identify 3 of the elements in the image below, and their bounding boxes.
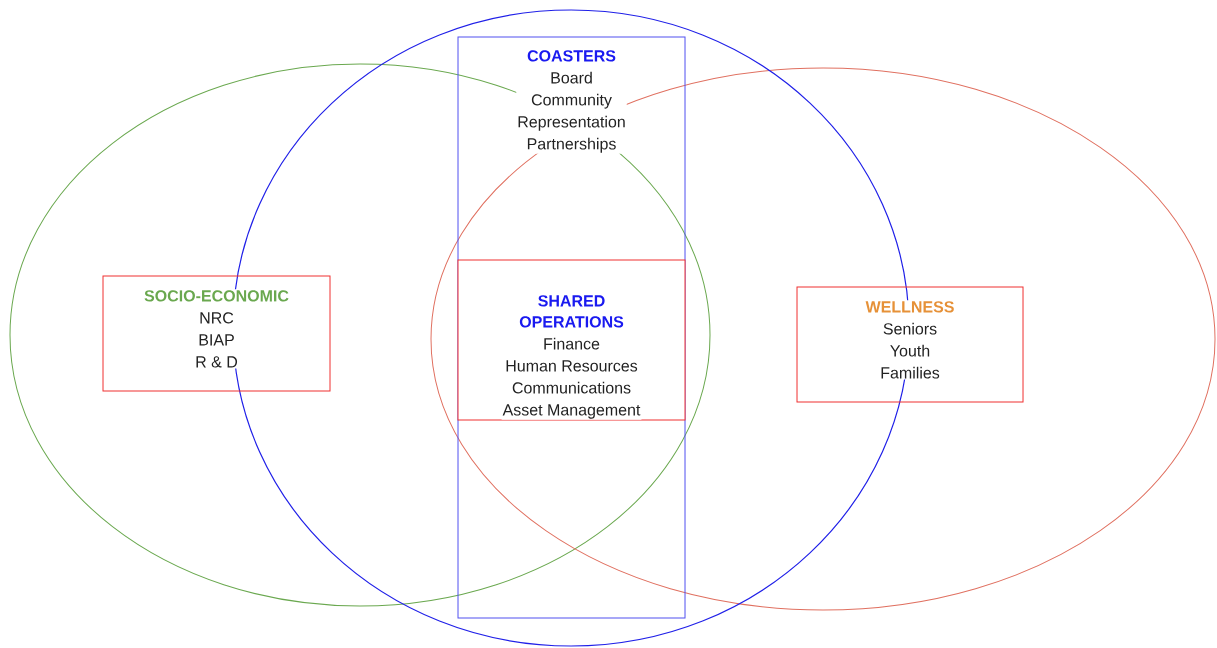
text-box: WELLNESS Seniors Youth Families (796, 286, 1024, 403)
text-box: SHARED OPERATIONS Finance Human Resources Communications Asset Management (457, 259, 686, 421)
text-box: SOCIO-ECONOMIC NRC BIAP R & D (102, 275, 331, 392)
